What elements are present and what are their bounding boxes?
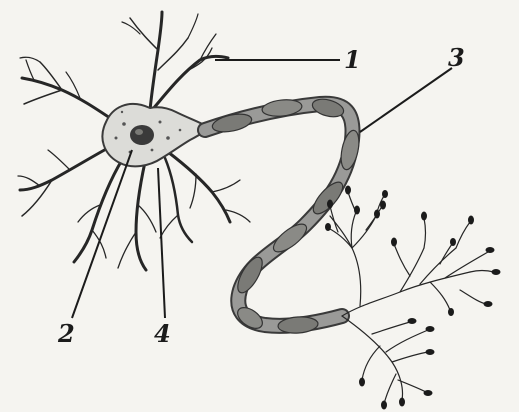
nucleus [130, 125, 154, 145]
label-nucleus: 2 [57, 319, 75, 348]
leader-line-3 [360, 68, 452, 132]
label-cell-body: 4 [154, 319, 171, 348]
leader-line-4 [158, 168, 165, 318]
leader-lines [72, 60, 452, 318]
leader-line-2 [72, 150, 132, 318]
labels: 1 3 2 4 [57, 43, 465, 348]
label-axon: 3 [448, 43, 465, 72]
terminal-boutons [325, 186, 501, 410]
label-dendrite: 1 [344, 45, 361, 74]
axon-terminals [325, 186, 501, 410]
cell-body [102, 104, 210, 166]
